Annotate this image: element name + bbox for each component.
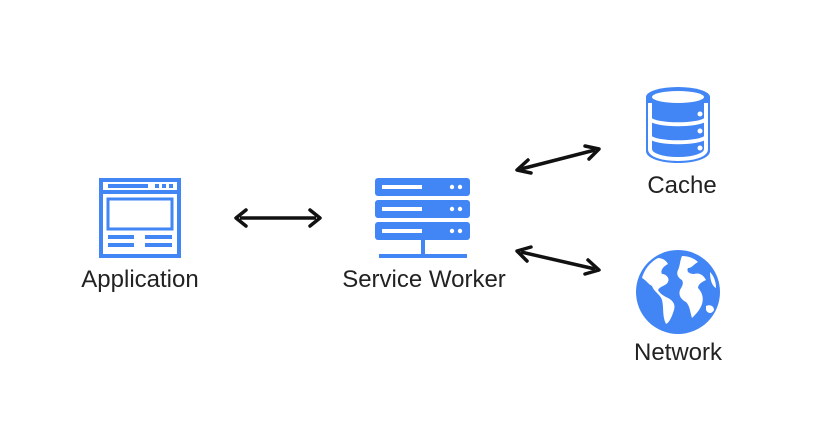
network-label: Network (633, 339, 723, 366)
arrow-service-worker-cache (515, 144, 601, 175)
arrow-service-worker-network (515, 245, 601, 276)
service-worker-label: Service Worker (342, 266, 506, 293)
browser-window-icon (99, 178, 181, 258)
cache-label: Cache (647, 172, 717, 199)
globe-icon (636, 250, 720, 334)
application-node (99, 178, 181, 258)
service-worker-node (373, 176, 473, 268)
network-node (632, 248, 724, 336)
server-rack-icon (375, 178, 470, 258)
application-label: Application (81, 266, 199, 293)
arrow-application-service-worker (234, 208, 322, 228)
database-icon (646, 87, 710, 163)
cache-node (642, 85, 714, 165)
